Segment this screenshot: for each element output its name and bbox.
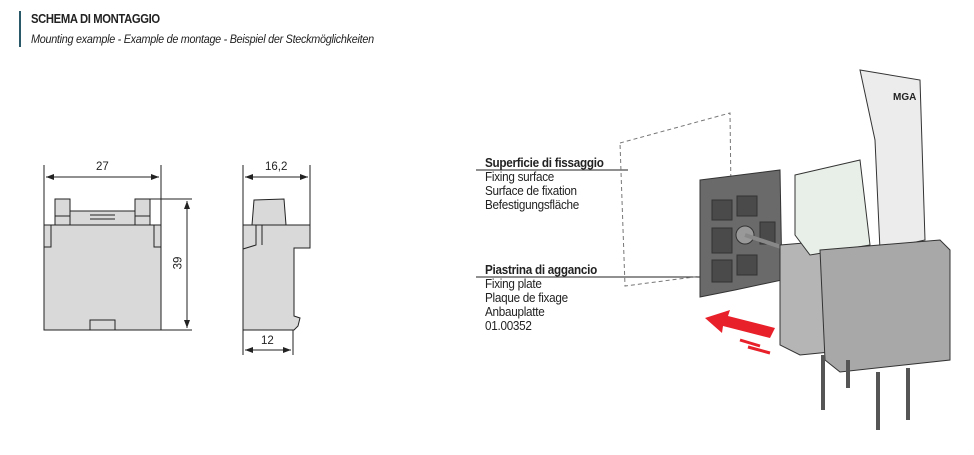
callout-line: Plaque de fixage [485, 290, 568, 305]
callout-fixing-plate: Piastrina di aggancio Fixing plate Plaqu… [485, 263, 597, 333]
front-height-label: 39 [172, 256, 185, 270]
part-number: 01.00352 [485, 318, 532, 333]
relay-body-front [819, 239, 951, 373]
mga-logo: MGA [893, 92, 916, 103]
side-width-label: 16,2 [265, 161, 288, 173]
callout-title: Piastrina di aggancio [485, 262, 598, 277]
relay-top-module [794, 159, 871, 256]
insertion-arrow-icon [705, 310, 775, 338]
callout-title: Superficie di fissaggio [485, 155, 604, 170]
callout-line: Surface de fixation [485, 183, 577, 198]
callout-fixing-surface: Superficie di fissaggio Fixing surface S… [485, 156, 604, 212]
callout-line: Befestigungsfläche [485, 197, 580, 212]
side-base-label: 12 [261, 335, 274, 347]
callout-line: Fixing surface [485, 169, 555, 184]
side-view-drawing [242, 165, 311, 355]
relay-pins [821, 355, 910, 430]
front-view-drawing [43, 165, 192, 331]
front-width-label: 27 [96, 161, 109, 173]
page-subtitle: Mounting example - Example de montage - … [31, 32, 374, 46]
header-accent-bar [19, 11, 21, 47]
callout-line: Anbauplatte [485, 304, 545, 319]
callout-line: Fixing plate [485, 276, 542, 291]
mounting-illustration: MGA [619, 69, 951, 430]
page-title: SCHEMA DI MONTAGGIO [31, 12, 160, 26]
